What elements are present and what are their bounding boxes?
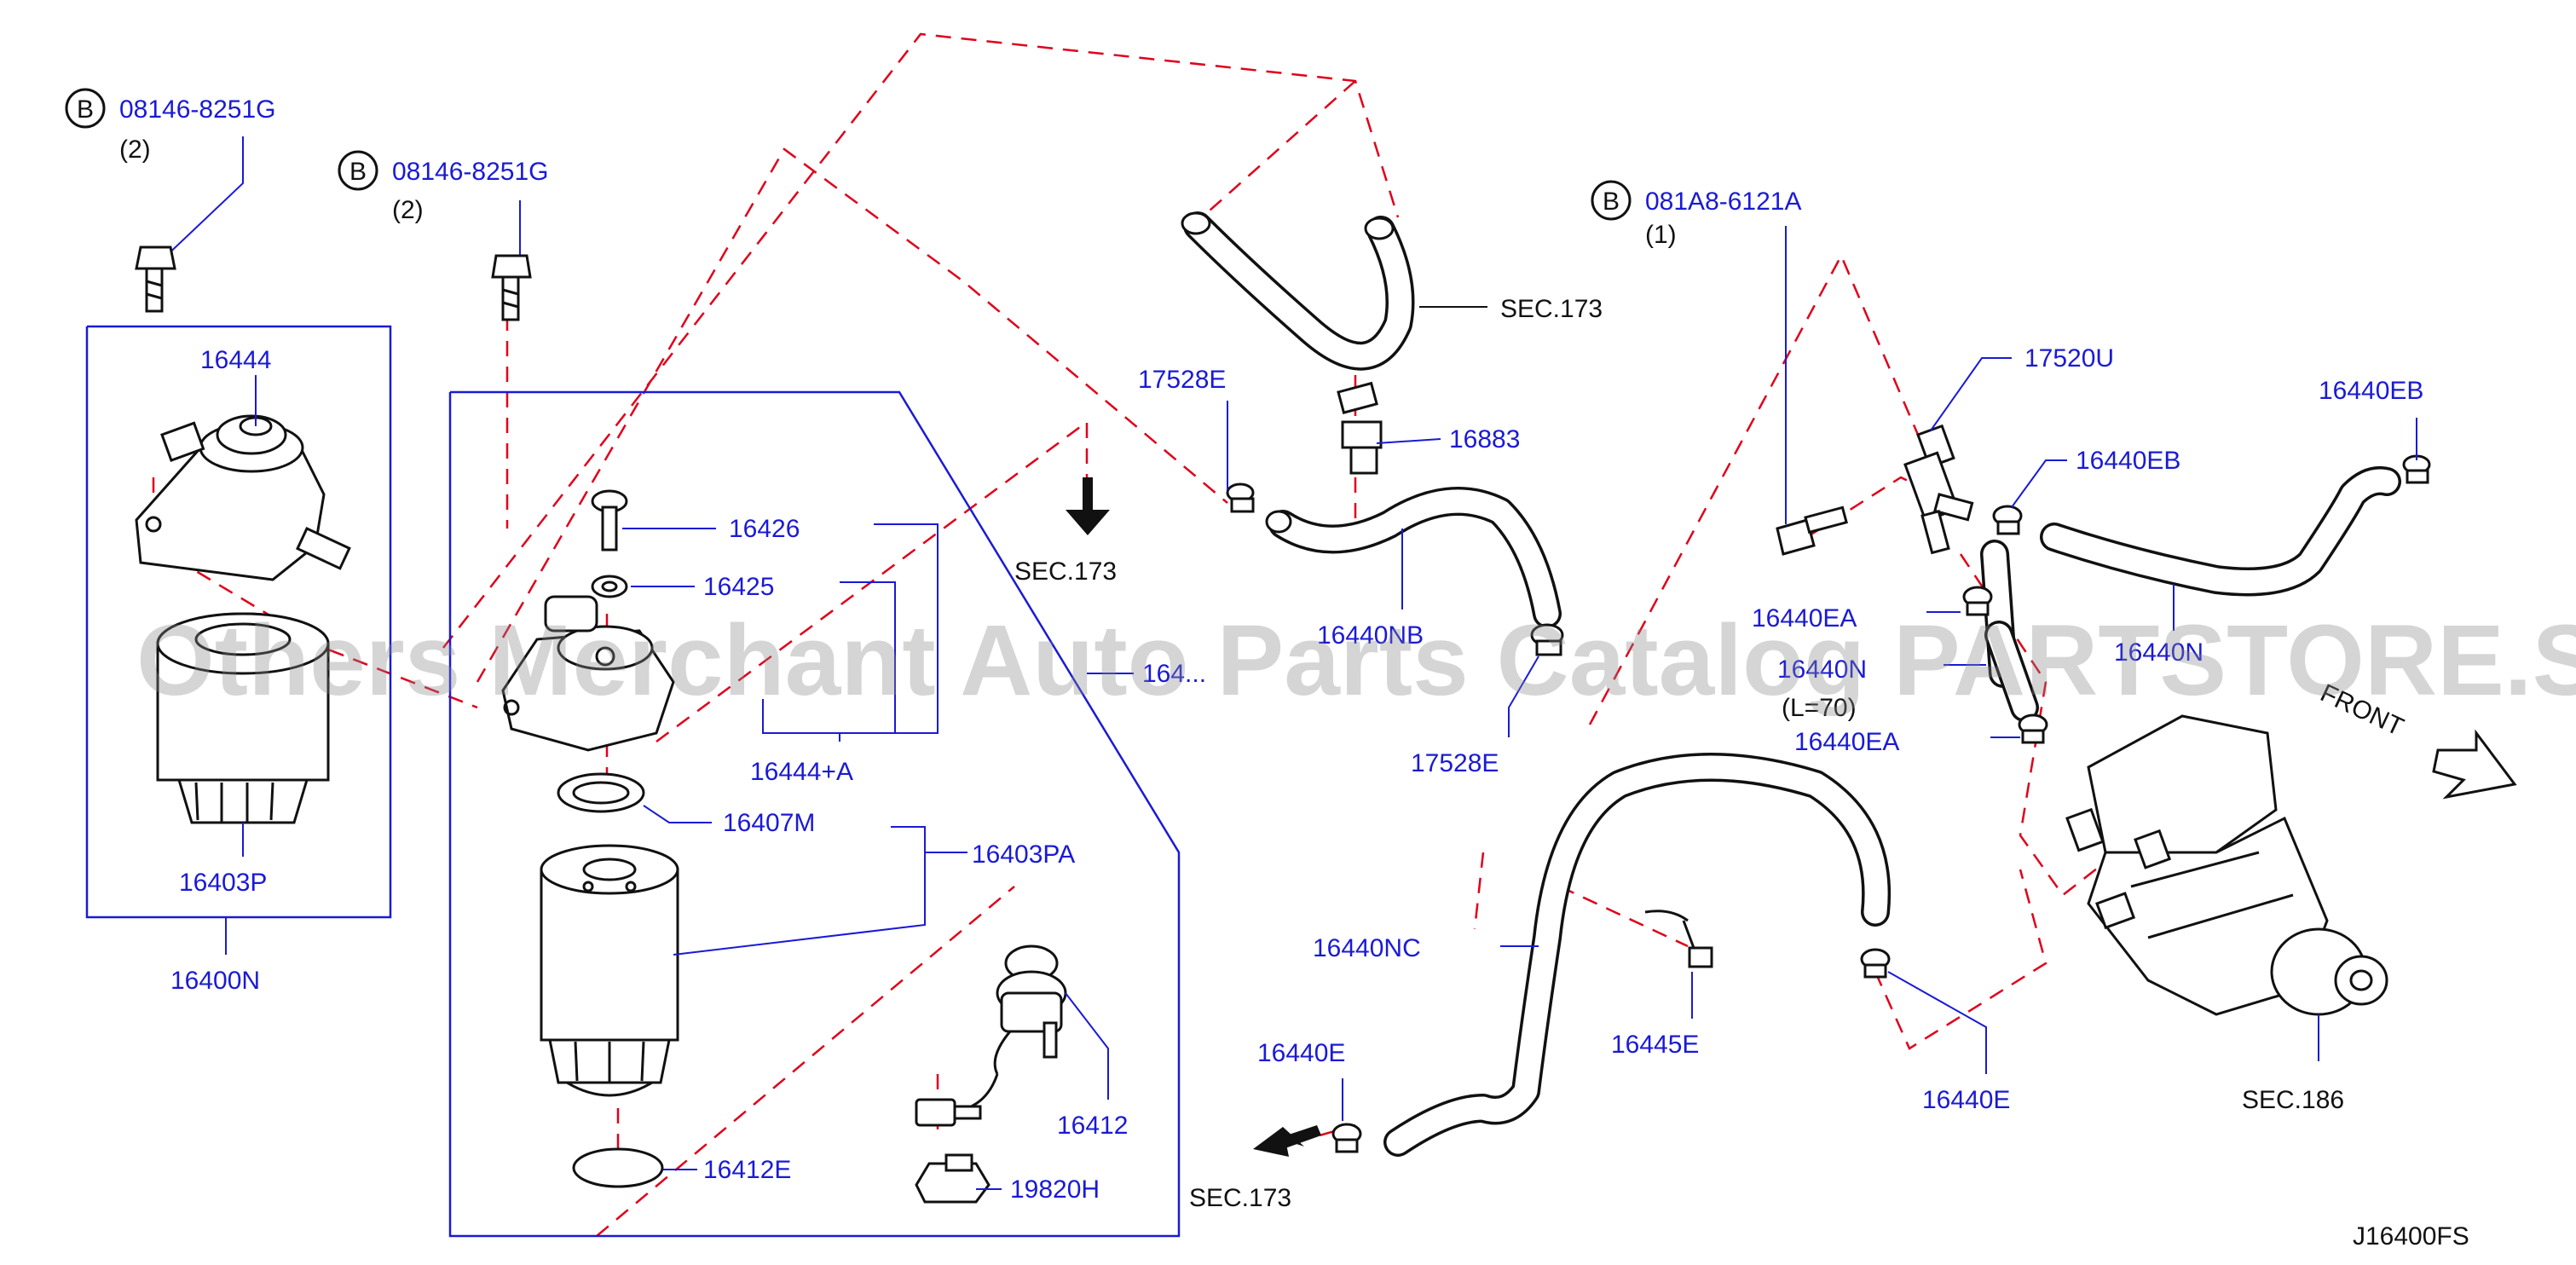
part-16440EA-lower[interactable]: 16440EA xyxy=(1794,728,1899,756)
bolt-marker-b-icon xyxy=(1591,180,1632,221)
part-16440E-right[interactable]: 16440E xyxy=(1922,1086,2010,1114)
clamp-17528E-icon xyxy=(1226,482,1255,513)
bolt-marker-b-icon xyxy=(338,150,378,191)
part-16440EA-upper[interactable]: 16440EA xyxy=(1752,604,1857,632)
part-16426[interactable]: 16426 xyxy=(729,515,800,543)
watermark: Others Merchant Auto Parts Catalog PARTS… xyxy=(136,604,2576,717)
part-17528E-lower[interactable]: 17528E xyxy=(1411,749,1499,777)
front-arrow-icon xyxy=(2432,729,2517,800)
clip-16883-icon xyxy=(1337,381,1383,475)
bolt-part-number[interactable]: 081A8-6121A xyxy=(1645,188,1802,216)
clamp-16440E-icon xyxy=(1331,1123,1362,1153)
part-16444-plus-A[interactable]: 16444+A xyxy=(750,758,853,786)
ref-sec186[interactable]: SEC.186 xyxy=(2242,1086,2344,1114)
filter-head-16444-icon xyxy=(135,414,351,581)
hose-16440N-icon xyxy=(2040,466,2401,597)
bolt-marker-text: B xyxy=(1603,188,1620,216)
assembly-dashed-lines xyxy=(152,32,2140,1237)
bolt-quantity: (1) xyxy=(1645,221,1677,249)
part-16400N[interactable]: 16400N xyxy=(170,967,260,995)
clamp-16440EA-icon xyxy=(2018,713,2048,744)
connector-icon xyxy=(915,1098,982,1127)
bolt-icon xyxy=(491,254,532,321)
joint-17520U-icon xyxy=(1903,424,1974,555)
bolt-middle-group: B 08146-8251G (2) xyxy=(338,150,549,321)
part-16440EB-center[interactable]: 16440EB xyxy=(2076,447,2180,475)
part-16440N-upper[interactable]: 16440N xyxy=(2114,638,2203,667)
part-16412[interactable]: 16412 xyxy=(1057,1112,1128,1140)
part-16412E[interactable]: 16412E xyxy=(703,1156,791,1184)
bolt-marker-b-icon xyxy=(65,88,106,129)
part-19820H[interactable]: 19820H xyxy=(1010,1175,1100,1204)
part-16440EB-right[interactable]: 16440EB xyxy=(2319,377,2423,405)
down-arrow-icon xyxy=(1066,477,1110,535)
gasket-16407M-icon xyxy=(557,772,645,813)
part-16440E-left[interactable]: 16440E xyxy=(1257,1039,1345,1067)
sensor-16412-icon xyxy=(967,944,1067,1110)
part-16407M[interactable]: 16407M xyxy=(723,809,815,837)
ref-sec173-lower[interactable]: SEC.173 xyxy=(1189,1184,1291,1212)
clip-16445E-icon xyxy=(1644,910,1713,968)
part-16440NB[interactable]: 16440NB xyxy=(1317,621,1424,650)
hose-16440NB-icon xyxy=(1265,487,1562,628)
part-17528E-upper[interactable]: 17528E xyxy=(1138,366,1226,394)
washer-16425-icon xyxy=(591,575,628,598)
o-ring-16412E-icon xyxy=(572,1147,664,1188)
frame-16403PA-assembly xyxy=(448,390,1181,1238)
clamp-16440EB-icon xyxy=(1992,505,2023,535)
bolt-left-group: B 08146-8251G (2) xyxy=(65,88,276,313)
part-16445E[interactable]: 16445E xyxy=(1611,1031,1699,1059)
hose-16440NC-icon xyxy=(1383,753,1892,1157)
bolt-marker-text: B xyxy=(349,158,367,186)
upper-hose-icon xyxy=(1181,211,1415,371)
filter-element-16403P-icon xyxy=(156,612,330,824)
part-17520U[interactable]: 17520U xyxy=(2024,344,2114,373)
hose-16440N-short-icon xyxy=(1980,540,2039,722)
bolt-marker-text: B xyxy=(77,95,94,124)
bolt-right-group: B 081A8-6121A (1) xyxy=(1591,180,1848,556)
filter-head-16444A-icon xyxy=(501,595,675,752)
hose-length-note: (L=70) xyxy=(1782,694,1857,722)
part-16440NC[interactable]: 16440NC xyxy=(1313,934,1421,962)
part-16403P[interactable]: 16403P xyxy=(179,869,267,897)
clamp-16440E-icon xyxy=(1860,948,1891,979)
part-16403PA[interactable]: 16403PA xyxy=(972,840,1075,869)
bolt-icon xyxy=(135,245,176,313)
ref-sec173-center[interactable]: SEC.173 xyxy=(1014,557,1117,586)
bolt-part-number[interactable]: 08146-8251G xyxy=(392,158,549,186)
injection-pump-sec186-icon xyxy=(2065,714,2388,1016)
part-16883[interactable]: 16883 xyxy=(1449,425,1520,453)
clamp-16440EB-icon xyxy=(2402,454,2431,484)
part-16444[interactable]: 16444 xyxy=(200,346,271,374)
part-16440-partial[interactable]: 164... xyxy=(1142,660,1206,688)
bolt-part-number[interactable]: 08146-8251G xyxy=(119,95,276,124)
clamp-17528E-icon xyxy=(1530,623,1564,656)
diagram-code: J16400FS xyxy=(2353,1222,2469,1251)
bolt-icon xyxy=(1776,505,1848,556)
ref-sec173-upper[interactable]: SEC.173 xyxy=(1500,295,1603,323)
part-16440N-short[interactable]: 16440N xyxy=(1777,656,1867,684)
clip-19820H-icon xyxy=(915,1153,991,1204)
frame-16400N xyxy=(85,325,392,919)
left-arrow-icon xyxy=(1253,1125,1321,1157)
part-16425[interactable]: 16425 xyxy=(703,573,774,601)
screw-16426-icon xyxy=(591,489,628,552)
clamp-16440EA-icon xyxy=(1962,586,1993,616)
bolt-quantity: (2) xyxy=(392,196,424,224)
bolt-quantity: (2) xyxy=(119,136,151,164)
filter-element-16403PA-icon xyxy=(540,844,679,1097)
